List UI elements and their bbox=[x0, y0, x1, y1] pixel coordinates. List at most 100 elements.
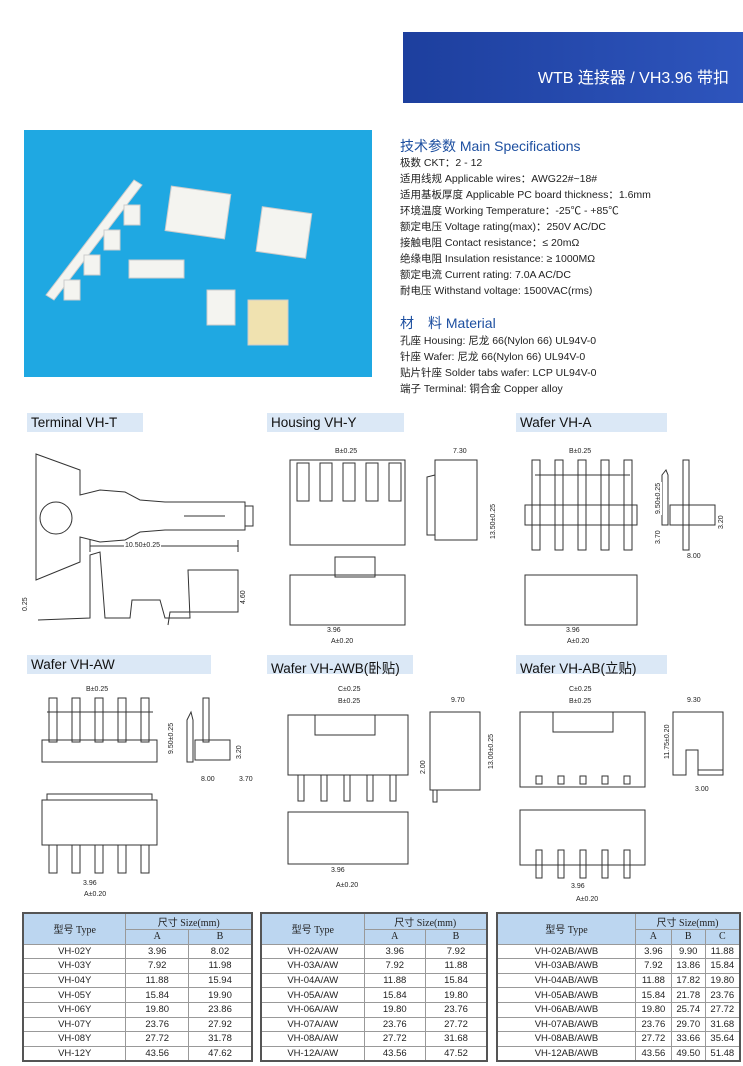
size-cell: 15.84 bbox=[704, 958, 741, 974]
dim-wafer-aw-pitch: 3.96 bbox=[82, 880, 98, 887]
size-cell: 31.68 bbox=[425, 1031, 488, 1047]
dim-housing-width: 7.30 bbox=[452, 448, 468, 455]
dim-terminal-height: 4.60 bbox=[240, 589, 247, 605]
size-cell: 21.78 bbox=[670, 987, 706, 1003]
size-cell: 11.88 bbox=[704, 943, 741, 960]
column-header: C bbox=[704, 929, 741, 945]
size-cell: 19.80 bbox=[704, 972, 741, 989]
type-cell: VH-07A/AW bbox=[260, 1016, 365, 1033]
dim-wafer-ab-a: A±0.20 bbox=[575, 896, 600, 903]
size-cell: 49.50 bbox=[670, 1045, 706, 1062]
column-header: B bbox=[187, 929, 253, 945]
size-cell: 17.82 bbox=[670, 972, 706, 989]
spec-line: 额定电流 Current rating: 7.0A AC/DC bbox=[400, 269, 571, 281]
type-cell: VH-07AB/AWB bbox=[496, 1016, 636, 1033]
section-housing-vh-y: Housing VH-Y bbox=[267, 413, 404, 432]
type-cell: VH-03A/AW bbox=[260, 958, 365, 974]
dim-wafer-a-depth: 8.00 bbox=[686, 553, 702, 560]
size-cell: 35.64 bbox=[704, 1031, 741, 1047]
size-header: 尺寸 Size(mm) bbox=[634, 912, 741, 930]
wafer-ab-drawing bbox=[519, 711, 724, 879]
material-line: 端子 Terminal: 铜合金 Copper alloy bbox=[400, 383, 563, 395]
column-header: B bbox=[425, 929, 488, 945]
section-wafer-vh-a: Wafer VH-A bbox=[516, 413, 667, 432]
type-cell: VH-12A/AW bbox=[260, 1045, 365, 1062]
size-cell: 25.74 bbox=[670, 1001, 706, 1018]
spec-line: 耐电压 Withstand voltage: 1500VAC(rms) bbox=[400, 285, 593, 297]
column-header: A bbox=[125, 929, 189, 945]
dim-wafer-ab-pitch: 3.96 bbox=[570, 883, 586, 890]
size-cell: 19.90 bbox=[187, 987, 253, 1003]
size-cell: 23.76 bbox=[634, 1016, 672, 1033]
dim-wafer-awb-height: 13.00±0.25 bbox=[488, 733, 495, 770]
dim-wafer-a-pin: 3.70 bbox=[655, 529, 662, 545]
type-cell: VH-07Y bbox=[22, 1016, 127, 1033]
size-cell: 7.92 bbox=[125, 958, 189, 974]
dim-wafer-awb-c: C±0.25 bbox=[337, 686, 362, 693]
spec-line: 适用线规 Applicable wires：AWG22#~18# bbox=[400, 173, 598, 185]
size-cell: 23.76 bbox=[363, 1016, 427, 1033]
material-line: 贴片针座 Solder tabs wafer: LCP UL94V-0 bbox=[400, 367, 597, 379]
dim-wafer-ab-c: C±0.25 bbox=[568, 686, 593, 693]
dim-housing-b: B±0.25 bbox=[334, 448, 359, 455]
dim-wafer-a-pitch: 3.96 bbox=[565, 627, 581, 634]
type-header: 型号 Type bbox=[22, 912, 127, 945]
size-cell: 27.72 bbox=[634, 1031, 672, 1047]
size-cell: 27.72 bbox=[363, 1031, 427, 1047]
type-cell: VH-02A/AW bbox=[260, 943, 365, 960]
size-cell: 9.90 bbox=[670, 943, 706, 960]
dim-housing-height: 13.50±0.25 bbox=[490, 503, 497, 540]
dim-wafer-aw-depth: 8.00 bbox=[200, 776, 216, 783]
dim-wafer-aw-base: 3.20 bbox=[236, 744, 243, 760]
size-cell: 7.92 bbox=[363, 958, 427, 974]
material-line: 孔座 Housing: 尼龙 66(Nylon 66) UL94V-0 bbox=[400, 335, 597, 347]
size-cell: 3.96 bbox=[363, 943, 427, 960]
dim-wafer-awb-width: 9.70 bbox=[450, 697, 466, 704]
size-cell: 7.92 bbox=[634, 958, 672, 974]
terminal-drawing bbox=[35, 453, 254, 626]
size-cell: 27.92 bbox=[187, 1016, 253, 1033]
size-cell: 51.48 bbox=[704, 1045, 741, 1062]
size-cell: 19.80 bbox=[363, 1001, 427, 1018]
dim-housing-a: A±0.20 bbox=[330, 638, 355, 645]
dim-wafer-awb-pitch: 3.96 bbox=[330, 867, 346, 874]
size-cell: 43.56 bbox=[363, 1045, 427, 1062]
size-cell: 11.88 bbox=[634, 972, 672, 989]
size-cell: 27.72 bbox=[125, 1031, 189, 1047]
material-title: 材 料 Material bbox=[400, 315, 496, 331]
spec-line: 适用基板厚度 Applicable PC board thickness：1.6… bbox=[400, 189, 651, 201]
size-cell: 23.76 bbox=[704, 987, 741, 1003]
dim-terminal-thickness: 0.25 bbox=[22, 596, 29, 612]
size-cell: 15.94 bbox=[187, 972, 253, 989]
type-cell: VH-05AB/AWB bbox=[496, 987, 636, 1003]
size-cell: 15.84 bbox=[425, 972, 488, 989]
size-cell: 15.84 bbox=[363, 987, 427, 1003]
size-cell: 15.84 bbox=[125, 987, 189, 1003]
size-cell: 3.96 bbox=[125, 943, 189, 960]
dim-wafer-aw-b: B±0.25 bbox=[85, 686, 110, 693]
dim-wafer-aw-pin: 3.70 bbox=[238, 776, 254, 783]
section-terminal-vh-t: Terminal VH-T bbox=[27, 413, 143, 432]
size-cell: 23.76 bbox=[425, 1001, 488, 1018]
size-cell: 31.68 bbox=[704, 1016, 741, 1033]
column-header: B bbox=[670, 929, 706, 945]
size-cell: 47.62 bbox=[187, 1045, 253, 1062]
type-cell: VH-12AB/AWB bbox=[496, 1045, 636, 1062]
size-cell: 29.70 bbox=[670, 1016, 706, 1033]
type-cell: VH-06Y bbox=[22, 1001, 127, 1018]
size-cell: 8.02 bbox=[187, 943, 253, 960]
